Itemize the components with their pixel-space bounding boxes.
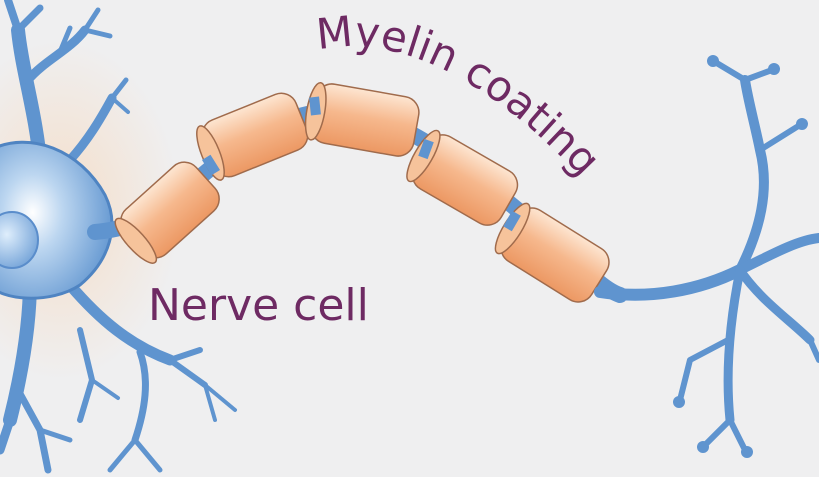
nucleus [0, 211, 39, 269]
terminal-bulbs [673, 55, 808, 458]
nerve-cell-label: Nerve cell [148, 280, 369, 331]
myelin-segment [196, 92, 309, 181]
dendrites-left [0, 0, 237, 474]
nodes-of-ranvier [201, 96, 521, 232]
axon-terminal [594, 59, 819, 453]
myelin-segment [304, 81, 420, 157]
myelin-segment [114, 161, 220, 264]
